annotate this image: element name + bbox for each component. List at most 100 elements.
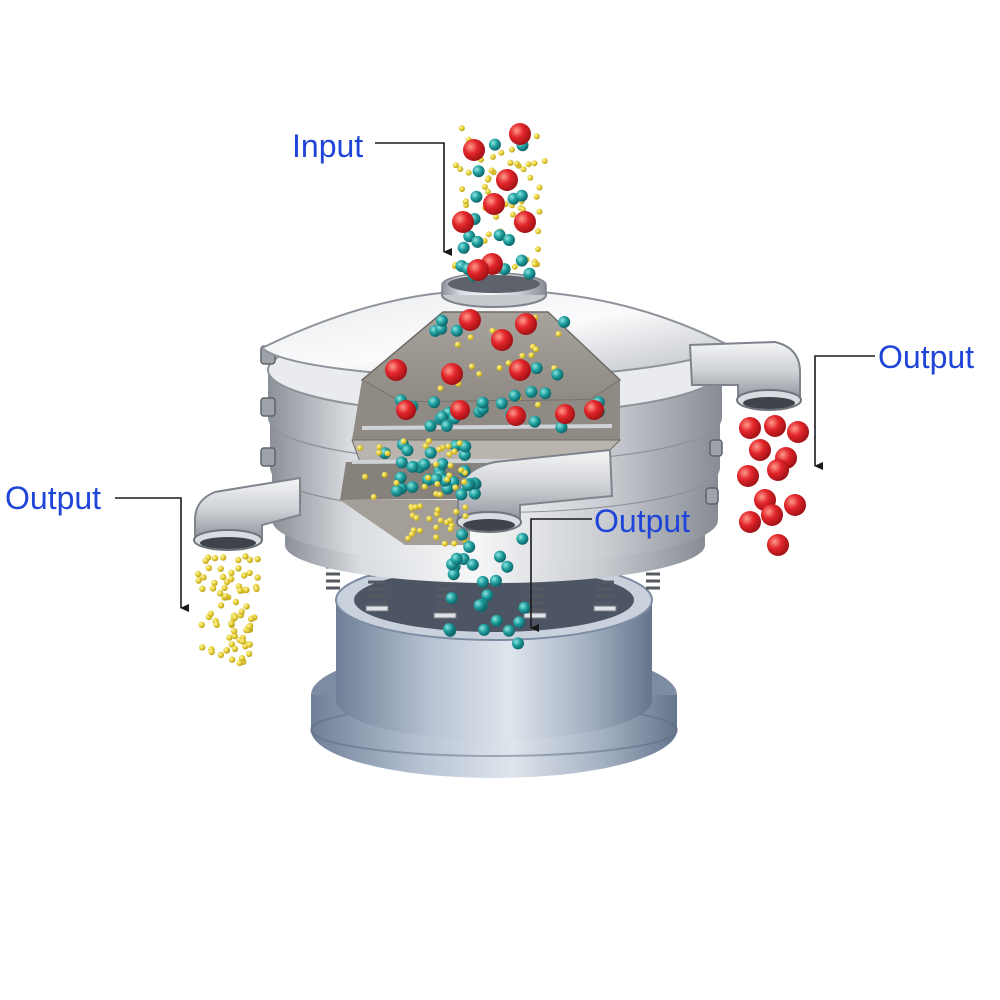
medium-particle	[523, 267, 536, 280]
medium-particle	[428, 396, 441, 409]
medium-particle	[443, 623, 456, 635]
small-particle	[422, 443, 429, 449]
small-particle	[219, 573, 227, 581]
small-particle	[488, 167, 495, 174]
small-particle	[245, 650, 253, 657]
medium-particle	[445, 592, 458, 605]
small-particle	[484, 188, 491, 195]
small-particle	[425, 438, 432, 444]
small-particle	[220, 554, 227, 561]
center-outlet-chute	[456, 448, 614, 533]
medium-particle	[471, 235, 484, 248]
medium-particle	[539, 387, 552, 400]
medium-particle	[457, 241, 470, 254]
small-particle	[443, 519, 450, 526]
small-particle	[535, 401, 541, 408]
small-particle	[451, 540, 458, 547]
small-particle	[381, 471, 388, 478]
small-particle	[400, 438, 407, 445]
small-particle	[445, 443, 452, 450]
medium-particle	[488, 138, 501, 151]
small-particle	[527, 174, 534, 181]
small-particle	[209, 585, 217, 592]
small-particle	[520, 166, 527, 173]
large-particle	[463, 139, 485, 161]
small-particle	[465, 169, 472, 176]
small-particle	[425, 474, 432, 481]
small-particle	[535, 246, 541, 253]
small-particle	[489, 327, 496, 334]
small-particle	[202, 557, 209, 564]
medium-particle	[515, 189, 528, 202]
left-outlet-chute	[193, 476, 301, 551]
small-particle	[194, 570, 202, 578]
medium-particle	[447, 568, 460, 581]
small-particle	[507, 159, 514, 166]
small-particle	[505, 360, 512, 367]
medium-particle	[528, 415, 541, 428]
medium-particle	[390, 484, 403, 497]
small-particle	[536, 184, 543, 191]
medium-particle	[508, 389, 521, 402]
medium-particle	[436, 410, 448, 423]
small-particle	[437, 385, 444, 392]
small-particle	[481, 183, 488, 190]
small-particle	[216, 590, 224, 597]
small-particle	[513, 160, 520, 167]
small-particle	[239, 638, 246, 645]
small-particle	[433, 534, 440, 541]
large-particle	[787, 421, 809, 443]
small-particle	[437, 491, 443, 498]
small-particle	[454, 341, 461, 348]
small-particle	[536, 208, 543, 215]
small-particle	[208, 648, 215, 656]
small-particle	[528, 352, 535, 359]
small-particle	[496, 365, 503, 371]
large-particle	[767, 534, 789, 556]
medium-particle	[456, 528, 469, 541]
small-particle	[519, 352, 526, 359]
large-particle	[506, 406, 526, 426]
small-particle	[248, 615, 255, 622]
small-particle	[246, 556, 254, 564]
small-particle	[458, 125, 465, 132]
small-particle	[485, 231, 492, 238]
small-particle	[199, 644, 206, 651]
output-right-label: Output	[878, 339, 975, 375]
input-label: Input	[292, 128, 364, 164]
small-particle	[253, 585, 260, 593]
small-particle	[498, 149, 505, 156]
large-particle	[491, 329, 513, 351]
small-particle	[452, 162, 459, 169]
medium-particle	[503, 234, 515, 246]
small-particle	[254, 555, 261, 563]
small-particle	[238, 608, 245, 615]
small-particle	[533, 133, 540, 140]
medium-particle	[463, 540, 476, 553]
small-particle	[231, 632, 238, 640]
medium-particle	[424, 419, 437, 432]
small-particle	[434, 481, 441, 487]
medium-particle	[558, 316, 571, 328]
small-particle	[357, 444, 364, 451]
medium-particle	[440, 419, 453, 432]
small-particle	[489, 153, 496, 160]
small-particle	[405, 535, 412, 542]
small-particle	[417, 527, 423, 534]
output-center-leader	[530, 518, 592, 632]
small-particle	[451, 448, 458, 455]
medium-particle	[401, 444, 414, 457]
small-particle	[509, 211, 516, 218]
small-particle	[213, 621, 220, 628]
medium-particle	[455, 488, 468, 501]
small-particle	[476, 371, 483, 377]
output-right-leader	[814, 355, 875, 470]
small-particle	[525, 161, 532, 168]
small-particle	[195, 577, 202, 584]
small-particle	[393, 479, 400, 486]
small-particle	[441, 540, 448, 547]
medium-particle	[458, 448, 471, 461]
small-particle	[246, 569, 253, 577]
output-center-label: Output	[594, 503, 691, 539]
